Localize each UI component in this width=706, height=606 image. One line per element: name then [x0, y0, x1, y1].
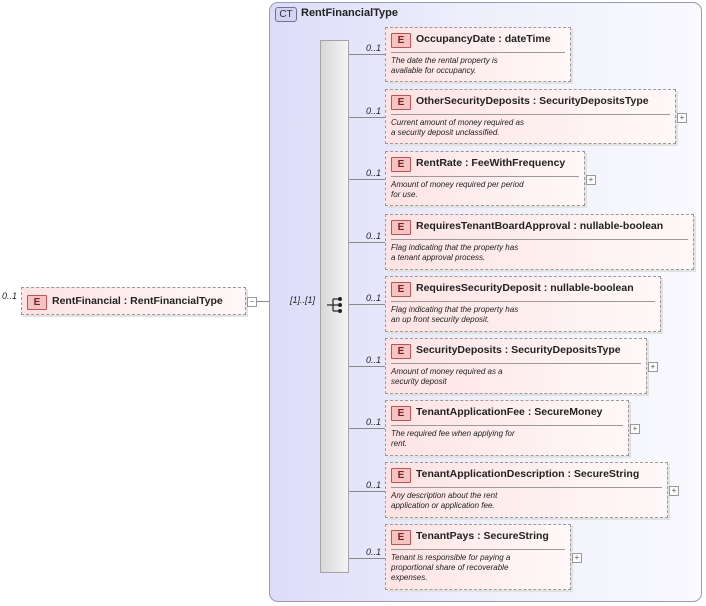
element-badge: E	[391, 468, 411, 483]
expand-toggle[interactable]: +	[586, 175, 596, 185]
expand-toggle[interactable]: +	[572, 553, 582, 563]
element-separator	[391, 52, 565, 53]
element-separator	[391, 363, 641, 364]
connector-line	[349, 491, 385, 492]
element-badge: E	[391, 33, 411, 48]
element-documentation: The date the rental property is availabl…	[391, 56, 498, 75]
root-element-label: RentFinancial : RentFinancialType	[52, 295, 223, 307]
element-box[interactable]: E TenantApplicationDescription : SecureSt…	[385, 462, 668, 518]
element-separator	[391, 487, 662, 488]
collapse-toggle[interactable]: −	[247, 297, 257, 307]
element-separator	[391, 301, 655, 302]
element-label: OccupancyDate : dateTime	[416, 33, 551, 45]
element-documentation: Flag indicating that the property has a …	[391, 243, 519, 262]
element-multiplicity: 0..1	[366, 293, 382, 303]
element-box[interactable]: E SecurityDeposits : SecurityDepositsType…	[385, 338, 647, 394]
element-documentation: Current amount of money required as a se…	[391, 118, 524, 137]
element-documentation: Amount of money required as a security d…	[391, 367, 503, 386]
connector-line	[349, 304, 385, 305]
element-multiplicity: 0..1	[366, 417, 382, 427]
element-multiplicity: 0..1	[366, 547, 382, 557]
element-label: SecurityDeposits : SecurityDepositsType	[416, 344, 621, 356]
expand-toggle[interactable]: +	[630, 424, 640, 434]
complex-type-title: RentFinancialType	[301, 7, 398, 19]
expand-toggle[interactable]: +	[669, 486, 679, 496]
element-badge: E	[391, 344, 411, 359]
element-box[interactable]: E RequiresSecurityDeposit : nullable-bool…	[385, 276, 661, 332]
element-label: TenantApplicationFee : SecureMoney	[416, 406, 603, 418]
element-label: RequiresTenantBoardApproval : nullable-b…	[416, 220, 664, 232]
sequence-multiplicity: [1]..[1]	[290, 295, 316, 305]
element-badge: E	[391, 406, 411, 421]
element-separator	[391, 425, 623, 426]
connector-line	[349, 428, 385, 429]
element-separator	[391, 549, 565, 550]
connector-line	[349, 179, 385, 180]
element-separator	[391, 114, 670, 115]
element-badge: E	[27, 295, 47, 310]
element-label: OtherSecurityDeposits : SecurityDeposits…	[416, 95, 649, 107]
element-box[interactable]: E RequiresTenantBoardApproval : nullable-…	[385, 214, 694, 270]
element-multiplicity: 0..1	[366, 106, 382, 116]
element-badge: E	[391, 157, 411, 172]
element-multiplicity: 0..1	[366, 480, 382, 490]
element-documentation: Any description about the rent applicati…	[391, 491, 498, 510]
expand-toggle[interactable]: +	[677, 113, 687, 123]
element-separator	[391, 239, 688, 240]
element-documentation: The required fee when applying for rent.	[391, 429, 515, 448]
element-multiplicity: 0..1	[366, 355, 382, 365]
element-box[interactable]: E OtherSecurityDeposits : SecurityDeposit…	[385, 89, 676, 144]
element-badge: E	[391, 95, 411, 110]
sequence-bar	[320, 40, 349, 573]
element-label: RentRate : FeeWithFrequency	[416, 157, 566, 169]
element-documentation: Amount of money required per period for …	[391, 180, 524, 199]
connector-line	[349, 366, 385, 367]
element-documentation: Tenant is responsible for paying a propo…	[391, 553, 511, 582]
element-documentation: Flag indicating that the property has an…	[391, 305, 519, 324]
element-separator	[391, 176, 579, 177]
complex-type-badge: CT	[275, 7, 297, 22]
element-label: RequiresSecurityDeposit : nullable-boole…	[416, 282, 634, 294]
element-multiplicity: 0..1	[366, 231, 382, 241]
connector-line	[349, 558, 385, 559]
expand-toggle[interactable]: +	[648, 362, 658, 372]
root-element-box[interactable]: E RentFinancial : RentFinancialType	[21, 287, 246, 315]
sequence-icon	[327, 297, 342, 313]
root-multiplicity: 0..1	[2, 291, 18, 301]
element-badge: E	[391, 530, 411, 545]
element-multiplicity: 0..1	[366, 168, 382, 178]
element-badge: E	[391, 220, 411, 235]
element-multiplicity: 0..1	[366, 43, 382, 53]
connector-line	[349, 242, 385, 243]
connector-line	[349, 54, 385, 55]
connector-line	[349, 117, 385, 118]
element-label: TenantPays : SecureString	[416, 530, 549, 542]
element-label: TenantApplicationDescription : SecureStr…	[416, 468, 640, 480]
element-badge: E	[391, 282, 411, 297]
